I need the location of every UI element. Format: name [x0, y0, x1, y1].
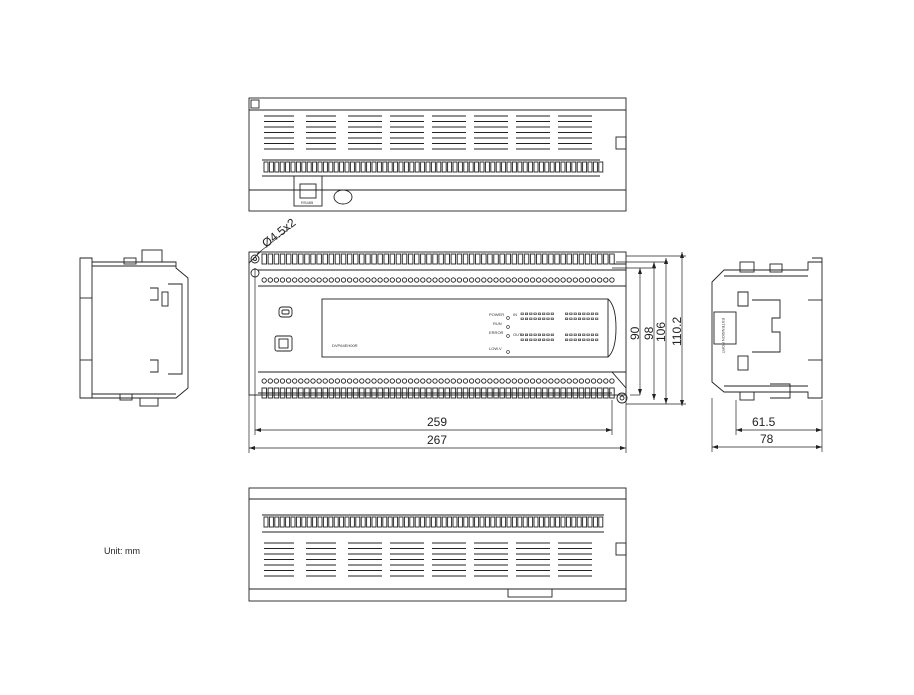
- front-upper-screw-row: [261, 277, 615, 283]
- top-vent-grid: [264, 115, 592, 150]
- dim-height-3: 106: [654, 322, 668, 342]
- led-power-label: POWER: [489, 312, 504, 317]
- front-lower-screw-row: [261, 378, 615, 384]
- front-upper-terminal-row: [261, 253, 615, 265]
- dim-hole: Ø4.5x2: [259, 215, 298, 250]
- led-in-label: IN: [513, 312, 517, 317]
- rs485-label: RS485: [301, 200, 314, 205]
- rs485-port: [293, 175, 323, 207]
- led-run-label: RUN: [493, 321, 502, 326]
- battery-cover: [333, 189, 353, 205]
- led-error-label: ERROR: [489, 330, 504, 335]
- dimension-lines: [248, 227, 823, 453]
- bottom-view: [248, 487, 627, 602]
- left-side-view: [79, 249, 189, 407]
- front-view: [248, 251, 628, 404]
- led-window: [321, 298, 609, 358]
- dimension-arrows: [249, 252, 822, 450]
- top-terminal-strip: [263, 161, 604, 173]
- dim-depth-1: 61.5: [752, 415, 776, 429]
- dim-depth-2: 78: [760, 432, 774, 446]
- led-indicator-grid: [506, 312, 599, 354]
- run-stop-switch: [278, 306, 293, 318]
- dim-total-width: 267: [427, 433, 447, 447]
- right-side-view: [711, 257, 823, 401]
- dim-height-4: 110.2: [670, 317, 684, 346]
- mounting-hole-bottom-right: [616, 392, 628, 404]
- model-label: DVP64EH00R: [332, 343, 358, 348]
- dim-mounting-width: 259: [427, 415, 447, 429]
- top-view: [248, 97, 627, 212]
- led-lowv-label: LOW.V: [489, 346, 502, 351]
- led-out-label: OUT: [513, 332, 522, 337]
- bottom-vent-grid: [264, 542, 592, 577]
- comm-port: [274, 335, 293, 352]
- expansion-port: [713, 311, 737, 345]
- unit-label: Unit: mm: [104, 546, 140, 556]
- expansion-port-label: EXTENSION PORT: [721, 318, 726, 354]
- mounting-hole-top-left: [250, 254, 260, 264]
- bottom-terminal-strip: [263, 516, 604, 528]
- dim-height-1: 90: [628, 326, 642, 340]
- dim-height-2: 98: [642, 326, 656, 340]
